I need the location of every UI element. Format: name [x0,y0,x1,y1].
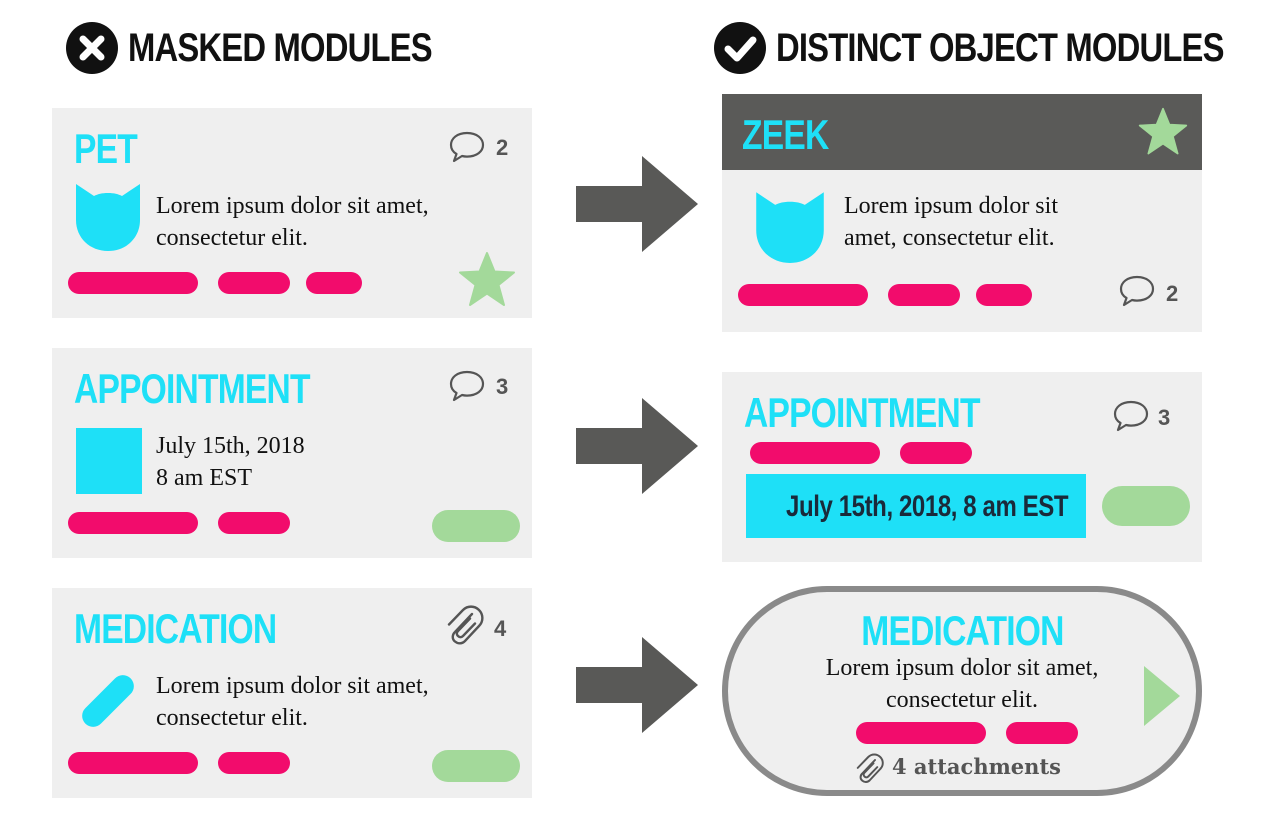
comment-icon [449,131,485,163]
x-circle-icon [66,22,118,74]
status-pill[interactable] [1102,486,1190,526]
cat-icon [756,192,824,263]
appointment-datetime-banner: July 15th, 2018, 8 am EST [746,474,1086,538]
card-title: APPOINTMENT [744,389,981,436]
card-title: PET [74,125,138,172]
tag-pill[interactable] [1006,722,1078,744]
tag-pill[interactable] [218,512,290,534]
distinct-pet-card[interactable]: ZEEK Lorem ipsum dolor sit amet, consect… [722,94,1202,332]
tag-pill[interactable] [306,272,362,294]
tag-pill[interactable] [218,752,290,774]
appointment-datetime: July 15th, 2018, 8 am EST [786,490,1069,523]
tag-pill[interactable] [976,284,1032,306]
body-line-2: consectetur elit. [886,687,1038,713]
attachment-count: 4 [494,616,507,641]
attachments-label: 4 attachments [892,754,1061,779]
appointment-time: 8 am EST [156,465,252,491]
tag-pill[interactable] [68,272,198,294]
masked-modules-title: MASKED MODULES [128,26,433,70]
card-title: MEDICATION [860,607,1064,654]
play-arrow-icon[interactable] [1142,664,1182,728]
star-icon[interactable] [1138,107,1188,157]
comment-count: 3 [496,374,509,399]
comment-icon [1119,275,1155,307]
tag-pill[interactable] [856,722,986,744]
tag-pill[interactable] [738,284,868,306]
body-line-1: Lorem ipsum dolor sit [844,193,1058,219]
status-pill[interactable] [432,510,520,542]
comment-icon [1113,400,1149,432]
body-line-2: consectetur elit. [156,705,308,731]
cat-icon [76,184,140,251]
attachments-row[interactable]: 4 attachments [854,752,1084,786]
masked-modules-heading: MASKED MODULES [66,22,466,74]
masked-medication-card[interactable]: MEDICATION 4 Lorem ipsum dolor sit amet,… [52,588,532,798]
masked-appointment-card[interactable]: APPOINTMENT 3 July 15th, 2018 8 am EST [52,348,532,558]
pet-name: ZEEK [742,111,829,158]
tag-pill[interactable] [900,442,972,464]
card-header: ZEEK [722,94,1202,170]
distinct-modules-heading: DISTINCT OBJECT MODULES [714,22,1224,74]
comment-count: 2 [1166,281,1179,306]
body-line-1: Lorem ipsum dolor sit amet, [156,673,429,699]
comment-icon [449,370,485,402]
body-line-2: amet, consectetur elit. [844,225,1055,251]
body-line-1: Lorem ipsum dolor sit amet, [156,193,429,219]
appointment-date: July 15th, 2018 [156,433,305,459]
distinct-medication-card[interactable]: MEDICATION Lorem ipsum dolor sit amet, c… [722,586,1202,796]
tag-pill[interactable] [218,272,290,294]
distinct-modules-title: DISTINCT OBJECT MODULES [776,26,1224,70]
paperclip-icon [447,605,484,645]
calendar-square-icon [76,428,142,494]
masked-pet-card[interactable]: PET 2 Lorem ipsum dolor sit amet, consec… [52,108,532,318]
right-arrow-icon [576,637,698,733]
status-pill[interactable] [432,750,520,782]
card-title: APPOINTMENT [74,365,311,412]
right-arrow-icon [576,398,698,494]
star-icon[interactable] [458,251,516,309]
check-circle-icon [714,22,766,74]
right-arrow-icon [576,156,698,252]
body-line-2: consectetur elit. [156,225,308,251]
body-line-1: Lorem ipsum dolor sit amet, [825,655,1099,681]
paperclip-icon [856,753,884,783]
card-title-wrap: MEDICATION [728,610,1196,652]
tag-pill[interactable] [750,442,880,464]
tag-pill[interactable] [68,512,198,534]
card-title: MEDICATION [74,605,277,652]
comment-count: 2 [496,135,509,160]
pill-icon [82,675,134,727]
comment-count: 3 [1158,405,1171,430]
tag-pill[interactable] [68,752,198,774]
tag-pill[interactable] [888,284,960,306]
distinct-appointment-card[interactable]: APPOINTMENT 3 July 15th, 2018, 8 am EST [722,372,1202,562]
